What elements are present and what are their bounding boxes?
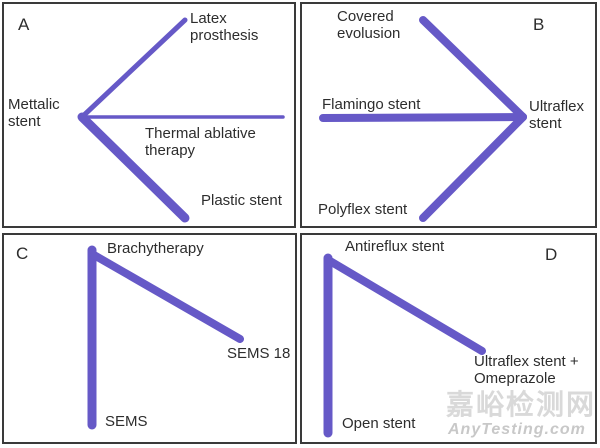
panel-a-letter: A [18,15,30,34]
panel-b-letter: B [533,15,545,34]
label-ultraflex-stent-omeprazole: Ultraflex stent + Omeprazole [474,353,579,387]
panel-b: B Covered evolusion Flamingo stent Ultra… [300,2,597,228]
label-thermal-ablative-therapy: Thermal ablative therapy [145,125,256,159]
branch-line-bottom [77,112,190,223]
label-latex-prosthesis: Latex prosthesis [190,10,259,44]
panel-d-branch-lines [323,253,486,438]
branch-line-diagonal [90,251,244,343]
panel-c-branch-lines [87,245,244,430]
label-sems-18: SEMS 18 [227,345,291,362]
label-flamingo-stent: Flamingo stent [322,96,421,113]
label-mettalic-stent: Mettalic stent [8,96,60,130]
panel-b-branch-lines [319,16,527,222]
label-plastic-stent: Plastic stent [201,192,282,209]
label-brachytherapy: Brachytherapy [107,240,204,257]
panel-c-letter: C [16,244,29,263]
panel-a: A Latex prosthesis Mettalic stent Therma… [2,2,296,228]
label-sems: SEMS [105,413,148,430]
label-ultraflex-stent: Ultraflex stent [529,98,585,132]
panel-c: C Brachytherapy SEMS 18 SEMS [2,233,297,444]
label-covered-evolusion: Covered evolusion [337,8,401,42]
label-open-stent: Open stent [342,415,416,432]
watermark-site-name-en: AnyTesting.com [448,421,586,438]
label-antireflux-stent: Antireflux stent [345,238,445,255]
panel-a-branch-lines [77,17,285,223]
branch-line-diagonal [326,257,486,355]
panel-d: D Antireflux stent Ultraflex stent + Ome… [300,233,597,444]
label-polyflex-stent: Polyflex stent [318,201,408,218]
branch-line-top [419,16,527,121]
watermark-site-name-cn: 嘉峪检测网 [446,389,597,420]
branch-line-middle [319,113,527,122]
branch-line-top [79,17,188,120]
panel-d-letter: D [545,245,558,264]
branch-line-bottom [419,113,527,222]
